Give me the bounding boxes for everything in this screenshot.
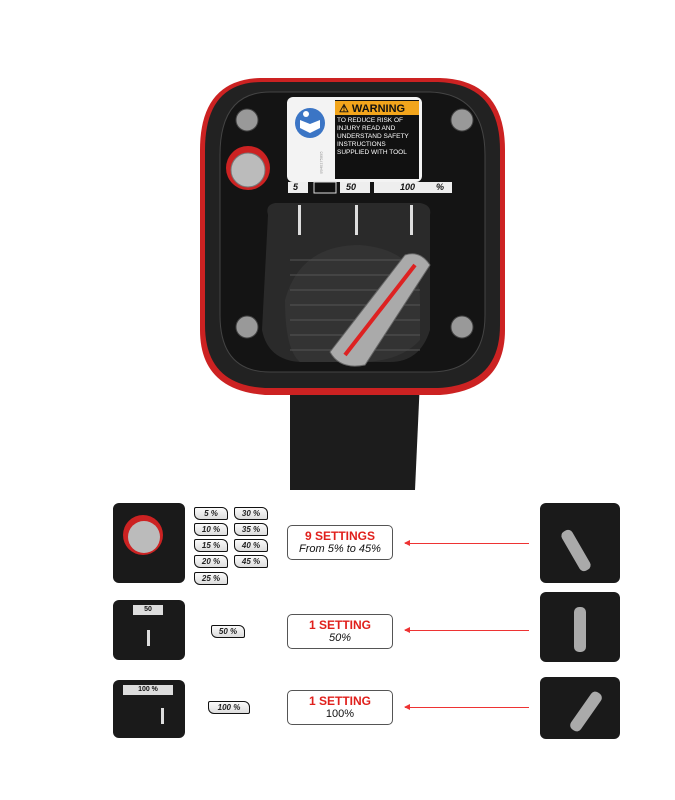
thumb-label: 100 % (123, 685, 173, 695)
settings-box: 1 SETTING 100% (287, 690, 393, 725)
settings-title: 9 SETTINGS (304, 529, 375, 543)
warning-title: ⚠ WARNING (339, 103, 406, 115)
settings-title: 1 SETTING (308, 694, 371, 708)
scale-high: 100 (400, 182, 416, 192)
arrow-left (404, 627, 529, 633)
warning-line: INJURY READ AND (337, 125, 396, 132)
part-number: 8940175895 (318, 151, 324, 174)
settings-box: 1 SETTING 50% (287, 614, 393, 649)
settings-title: 1 SETTING (308, 618, 371, 632)
setting-pill: 35 % (234, 523, 268, 536)
lever-thumbnail (540, 592, 620, 662)
warning-text: TO REDUCE RISK OF INJURY READ AND UNDERS… (337, 117, 421, 157)
scale-low: 5 (293, 182, 299, 192)
settings-subtitle: From 5% to 45% (299, 543, 381, 555)
dial-thumbnail (113, 503, 185, 583)
impact-wrench-image (200, 78, 505, 490)
setting-pill: 15 % (194, 539, 228, 552)
setting-pill: 10 % (194, 523, 228, 536)
settings-subtitle: 100% (325, 708, 355, 720)
warning-line: TO REDUCE RISK OF (337, 117, 403, 124)
setting-pill: 25 % (194, 572, 228, 585)
setting-pill: 45 % (234, 555, 268, 568)
mid-setting-thumbnail: 50 (113, 600, 185, 660)
settings-box: 9 SETTINGS From 5% to 45% (287, 525, 393, 560)
settings-subtitle: 50% (328, 632, 352, 644)
scale-unit: % (436, 182, 445, 192)
scale-mid: 50 (346, 182, 357, 192)
setting-pill: 30 % (234, 507, 268, 520)
setting-pill: 40 % (234, 539, 268, 552)
lever-thumbnail (540, 503, 620, 583)
setting-pill: 50 % (211, 625, 245, 638)
setting-pill: 100 % (208, 701, 250, 714)
high-setting-thumbnail: 100 % (113, 680, 185, 738)
warning-line: SUPPLIED WITH TOOL (337, 149, 407, 156)
setting-pill: 5 % (194, 507, 228, 520)
warning-line: INSTRUCTIONS (337, 141, 386, 148)
arrow-left (404, 704, 529, 710)
warning-line: UNDERSTAND SAFETY (337, 133, 409, 140)
setting-pill: 20 % (194, 555, 228, 568)
warning-title-text: WARNING (351, 103, 406, 115)
arrow-left (404, 540, 529, 546)
thumb-label: 50 (133, 605, 163, 615)
lever-thumbnail (540, 677, 620, 739)
